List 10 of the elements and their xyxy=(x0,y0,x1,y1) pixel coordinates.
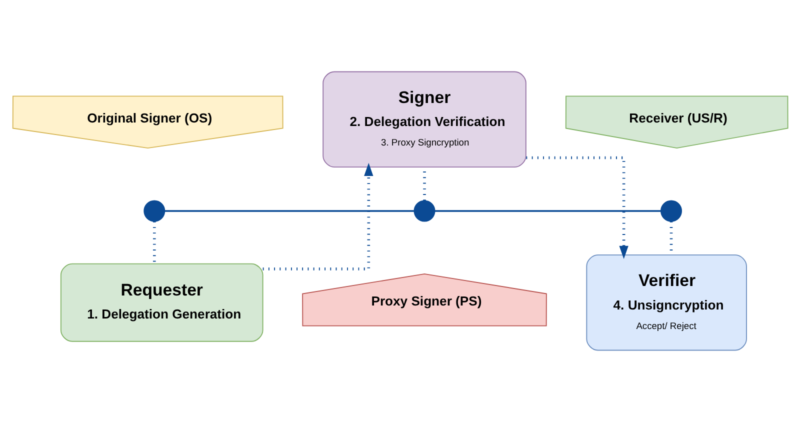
arrow xyxy=(526,156,628,258)
node-circle xyxy=(144,200,166,222)
node-box: Requester 1. Delegation Generation xyxy=(60,262,264,342)
node-circle xyxy=(414,200,436,222)
connector xyxy=(164,210,414,212)
node-circle xyxy=(660,200,682,222)
connector xyxy=(434,210,661,212)
node-box: Signer 2. Delegation Verification 3. Proxy Signcryption xyxy=(322,70,526,168)
node-box: Verifier 4. Unsigncryption Accept/ Reject xyxy=(586,254,747,350)
arrow xyxy=(262,162,374,270)
